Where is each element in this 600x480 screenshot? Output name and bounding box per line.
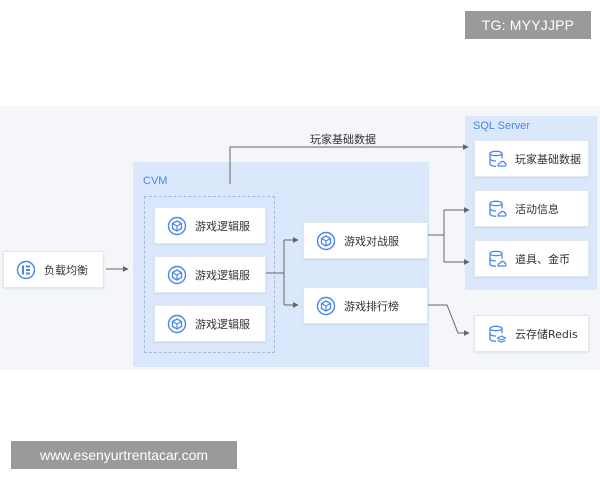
load-balancer-label: 负载均衡 [44, 263, 88, 277]
load-balancer-icon [16, 260, 36, 279]
database-cloud-icon [489, 200, 507, 217]
activity-info-db-node: 活动信息 [474, 190, 589, 227]
edge-logic-trunk [266, 240, 285, 305]
cvm-zone-label: CVM [143, 175, 168, 187]
telegram-tag-badge: TG: MYYJJPP [465, 11, 591, 39]
cube-server-icon [316, 231, 336, 250]
battle-server-label: 游戏对战服 [344, 234, 399, 248]
edge-battle-trunk [428, 210, 445, 262]
database-cloud-icon [489, 150, 507, 167]
game-logic-server-3: 游戏逻辑服 [154, 305, 266, 342]
redis-storage-label: 云存储Redis [515, 327, 578, 341]
website-watermark: www.esenyurtrentacar.com [11, 441, 237, 469]
props-gold-db-label: 道具、金币 [515, 252, 570, 266]
cube-server-icon [167, 314, 187, 333]
cube-server-icon [316, 296, 336, 315]
game-logic-server-1: 游戏逻辑服 [154, 207, 266, 244]
redis-storage-node: 云存储Redis [474, 315, 589, 352]
game-logic-label-3: 游戏逻辑服 [195, 317, 250, 331]
edge-ranking-to-redis [428, 304, 470, 336]
cube-server-icon [167, 265, 187, 284]
ranking-server-node: 游戏排行榜 [303, 287, 428, 324]
player-data-db-node: 玩家基础数据 [474, 140, 589, 177]
sql-zone-label: SQL Server [473, 120, 531, 132]
load-balancer-node: 负载均衡 [3, 251, 104, 288]
ranking-server-label: 游戏排行榜 [344, 299, 399, 313]
activity-info-db-label: 活动信息 [515, 202, 559, 216]
edge-player-data [229, 144, 469, 184]
database-cloud-icon [489, 250, 507, 267]
player-data-db-label: 玩家基础数据 [515, 152, 581, 166]
database-layers-icon [489, 325, 507, 343]
game-logic-label-1: 游戏逻辑服 [195, 219, 250, 233]
battle-server-node: 游戏对战服 [303, 222, 428, 259]
game-logic-group [144, 196, 275, 353]
game-logic-server-2: 游戏逻辑服 [154, 256, 266, 293]
game-logic-label-2: 游戏逻辑服 [195, 268, 250, 282]
player-data-edge-label: 玩家基础数据 [310, 133, 376, 146]
cube-server-icon [167, 216, 187, 235]
props-gold-db-node: 道具、金币 [474, 240, 589, 277]
